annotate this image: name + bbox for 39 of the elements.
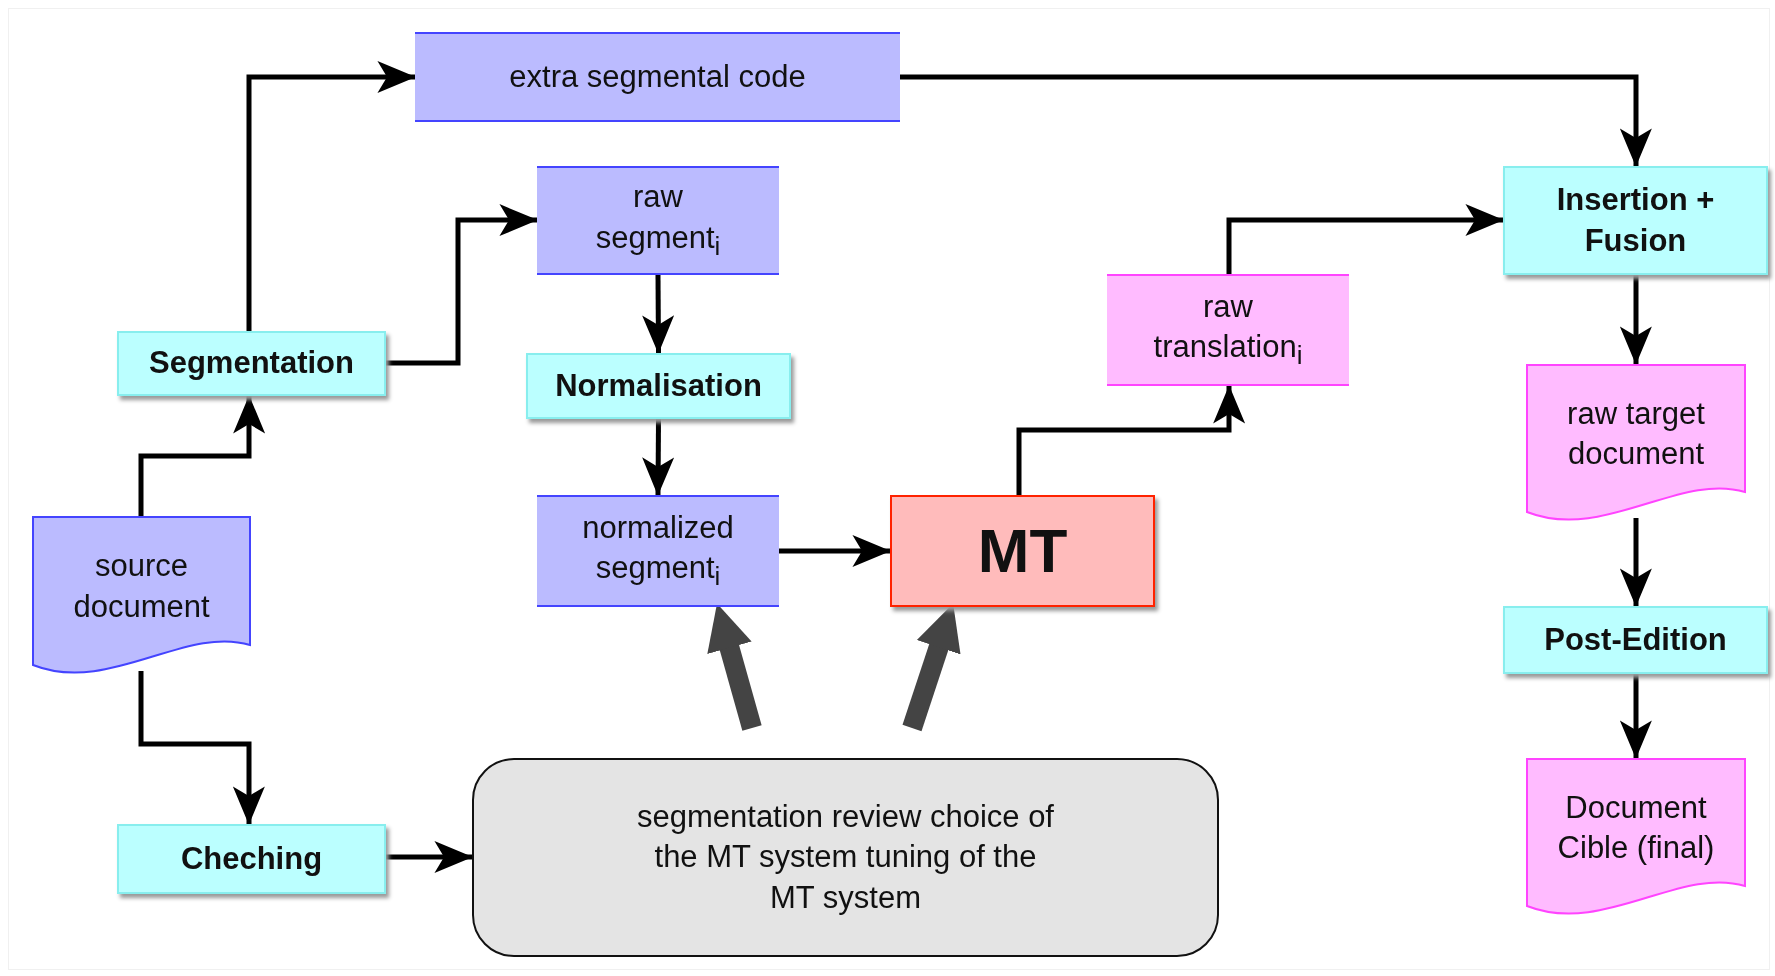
arrow [900, 74, 1652, 167]
data-box [537, 166, 779, 275]
node-label: Insertion + Fusion [1555, 181, 1716, 260]
arrow [642, 275, 675, 354]
arrow [1619, 674, 1652, 759]
notes-box [472, 758, 1219, 957]
data-box [1107, 274, 1349, 386]
process-box [526, 353, 791, 419]
node-label: Cheching [179, 839, 324, 878]
data-box [415, 32, 900, 122]
node-label: Post-Edition [1543, 620, 1728, 659]
node-label: MT [976, 514, 1069, 587]
arrow [1226, 204, 1504, 274]
node-label: raw segment$_{i}$ [594, 178, 722, 262]
process-box [117, 331, 386, 396]
arrow [138, 395, 266, 516]
node-label: source document [72, 547, 211, 626]
arrow [779, 535, 891, 568]
arrow [1619, 518, 1652, 607]
process-box [890, 495, 1155, 607]
arrow [386, 841, 473, 874]
node-label: normalized segment$_{i}$ [581, 508, 735, 593]
node-label: Document Cible (final) [1556, 788, 1716, 867]
node-label: extra segmental code [508, 57, 807, 96]
arrow [386, 204, 538, 366]
data-box [537, 495, 779, 607]
node-label: Segmentation [148, 344, 355, 383]
process-box [117, 824, 386, 894]
node-label: raw target document [1566, 394, 1706, 473]
arrow [1619, 275, 1652, 365]
arrow [642, 419, 675, 496]
process-box [1503, 606, 1768, 674]
node-label: raw translation$_{i}$ [1152, 287, 1304, 372]
process-box [1503, 166, 1768, 275]
node-label: Normalisation [554, 366, 763, 405]
node-label: segmentation review choice of the MT system tuning of the MT system [636, 798, 1055, 917]
arrow [138, 671, 265, 825]
arrow [246, 61, 416, 331]
arrow [1016, 385, 1246, 495]
